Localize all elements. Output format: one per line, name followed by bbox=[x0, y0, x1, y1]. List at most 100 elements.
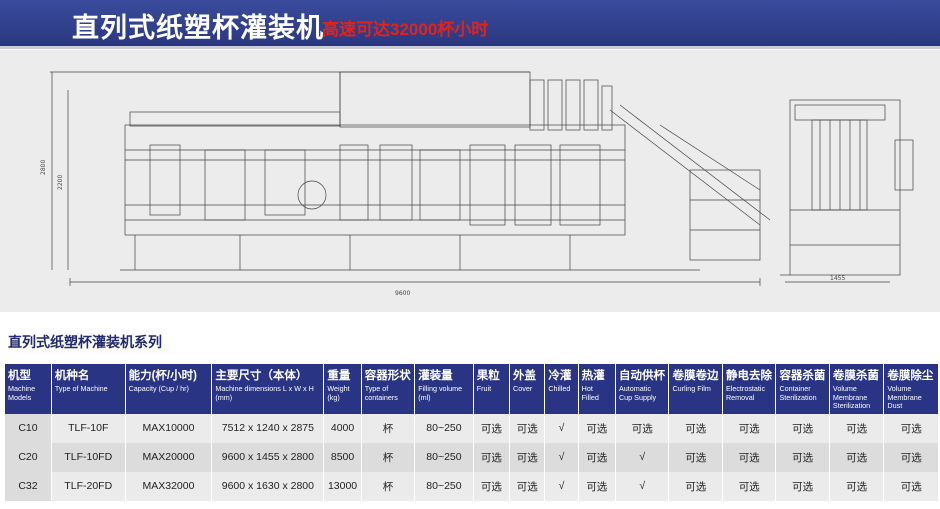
table-cell: √ bbox=[544, 413, 579, 443]
table-cell: C10 bbox=[5, 413, 52, 443]
table-cell: TLF-10FD bbox=[51, 442, 126, 472]
column-header-en: Capacity (Cup / hr) bbox=[128, 384, 189, 393]
header-banner: 直列式纸塑杯灌装机 高速可达32000杯小时 bbox=[0, 0, 940, 49]
column-header: 容器杀菌 Container Sterilization bbox=[775, 364, 830, 414]
column-header-cn: 容器杀菌 bbox=[779, 370, 826, 382]
table-cell: MAX20000 bbox=[125, 442, 213, 472]
table-cell: 可选 bbox=[883, 442, 939, 472]
table-cell: 可选 bbox=[473, 442, 511, 472]
column-header-en: Filling volume (ml) bbox=[418, 384, 463, 402]
table-cell: 可选 bbox=[578, 471, 616, 501]
dim-length: 9600 bbox=[395, 290, 410, 297]
dim-height-frame: 2200 bbox=[57, 175, 64, 190]
table-cell: 可选 bbox=[509, 413, 546, 443]
table-cell: √ bbox=[615, 442, 670, 472]
column-header: 容器形状 Type of containers bbox=[361, 364, 416, 414]
table-cell: 杯 bbox=[361, 413, 416, 443]
table-cell: 可选 bbox=[473, 413, 511, 443]
column-header: 卷膜卷边 Curling Film bbox=[668, 364, 723, 414]
column-header: 冷灌 Chilled bbox=[544, 364, 579, 414]
table-cell: 杯 bbox=[361, 471, 416, 501]
column-header: 机种名 Type of Machine bbox=[51, 364, 126, 414]
column-header-en: Weight (kg) bbox=[327, 384, 350, 402]
dim-height-total: 2800 bbox=[40, 160, 47, 175]
table-cell: TLF-10F bbox=[51, 413, 126, 443]
column-header-en: Electrostatic Removal bbox=[725, 384, 766, 402]
table-cell: C20 bbox=[5, 442, 52, 472]
column-header-en: Volume Membrane Sterilization bbox=[832, 384, 871, 410]
column-header-en: Cover bbox=[513, 384, 533, 393]
table-cell: 可选 bbox=[883, 413, 939, 443]
table-cell: 可选 bbox=[509, 471, 546, 501]
column-header-en: Type of Machine bbox=[54, 384, 108, 393]
column-header-cn: 机型 bbox=[8, 370, 31, 382]
column-header-en: Curling Film bbox=[672, 384, 711, 393]
dim-width: 1455 bbox=[830, 275, 845, 282]
table-cell: 可选 bbox=[668, 413, 723, 443]
column-header-en: Machine Models bbox=[8, 384, 36, 402]
table-cell: TLF-20FD bbox=[51, 471, 126, 501]
column-header: 重量 Weight (kg) bbox=[323, 364, 362, 414]
column-header-en: Hot Filled bbox=[581, 384, 599, 402]
column-header-cn: 灌装量 bbox=[418, 370, 453, 382]
column-header-cn: 冷灌 bbox=[548, 370, 572, 382]
column-header: 热灌 Hot Filled bbox=[578, 364, 616, 414]
table-cell: 可选 bbox=[775, 442, 830, 472]
column-header-cn: 热灌 bbox=[581, 370, 605, 382]
column-header-cn: 自动供杯 bbox=[618, 370, 665, 382]
table-cell: 可选 bbox=[578, 442, 616, 472]
column-header: 主要尺寸（本体）Machine dimensions L x W x H (mm… bbox=[211, 364, 325, 414]
technical-drawing: 2800 2200 9600 1455 bbox=[0, 50, 940, 312]
column-header: 果粒 Fruit bbox=[473, 364, 511, 414]
table-cell: 80~250 bbox=[414, 471, 474, 501]
machine-drawing-svg: 2800 2200 9600 1455 bbox=[40, 71, 914, 297]
table-cell: 可选 bbox=[578, 413, 616, 443]
frame-outline bbox=[124, 124, 626, 236]
page-subtitle: 高速可达32000杯小时 bbox=[322, 20, 489, 39]
spec-table: 机型 Machine Models 机种名 Type of Machine 能力(杯/小… bbox=[5, 364, 939, 501]
table-cell: MAX32000 bbox=[125, 471, 213, 501]
column-header: 卷膜杀菌 Volume Membrane Sterilization bbox=[829, 364, 885, 414]
table-cell: √ bbox=[544, 442, 579, 472]
column-header-en: Type of containers bbox=[364, 384, 398, 402]
table-cell: 可选 bbox=[775, 413, 830, 443]
column-header-cn: 能力(杯/小时) bbox=[128, 370, 197, 382]
table-cell: MAX10000 bbox=[125, 413, 213, 443]
table-cell: 80~250 bbox=[414, 413, 474, 443]
table-cell: √ bbox=[544, 471, 579, 501]
column-header-en: Chilled bbox=[548, 384, 571, 393]
table-cell: 可选 bbox=[722, 413, 777, 443]
column-header-en: Container Sterilization bbox=[779, 384, 817, 402]
table-cell: 可选 bbox=[722, 442, 777, 472]
table-cell: 9600 x 1630 x 2800 bbox=[211, 471, 325, 501]
column-header-cn: 卷膜杀菌 bbox=[832, 370, 879, 382]
column-header-cn: 果粒 bbox=[476, 370, 500, 382]
table-cell: 8500 bbox=[323, 442, 362, 472]
table-cell: 杯 bbox=[361, 442, 416, 472]
column-header: 自动供杯 Automatic Cup Supply bbox=[615, 364, 670, 414]
table-cell: 可选 bbox=[883, 471, 939, 501]
table-cell: √ bbox=[615, 471, 670, 501]
page-title: 直列式纸塑杯灌装机 bbox=[72, 13, 324, 43]
column-header-cn: 机种名 bbox=[54, 370, 90, 382]
table-cell: 可选 bbox=[829, 442, 885, 472]
table-cell: C32 bbox=[5, 471, 52, 501]
series-title: 直列式纸塑杯灌装机系列 bbox=[8, 334, 162, 350]
table-cell: 可选 bbox=[473, 471, 511, 501]
column-header-en: Automatic Cup Supply bbox=[618, 384, 657, 402]
table-cell: 可选 bbox=[829, 471, 885, 501]
column-header-en: Fruit bbox=[476, 384, 492, 393]
table-cell: 9600 x 1455 x 2800 bbox=[211, 442, 325, 472]
column-header-cn: 容器形状 bbox=[364, 370, 411, 382]
column-header-cn: 卷膜卷边 bbox=[672, 370, 719, 382]
column-header-en: Machine dimensions L x W x H (mm) bbox=[215, 384, 314, 402]
column-header: 机型 Machine Models bbox=[5, 364, 52, 414]
column-header-cn: 重量 bbox=[327, 370, 351, 382]
table-cell: 可选 bbox=[668, 442, 723, 472]
table-cell: 4000 bbox=[323, 413, 362, 443]
